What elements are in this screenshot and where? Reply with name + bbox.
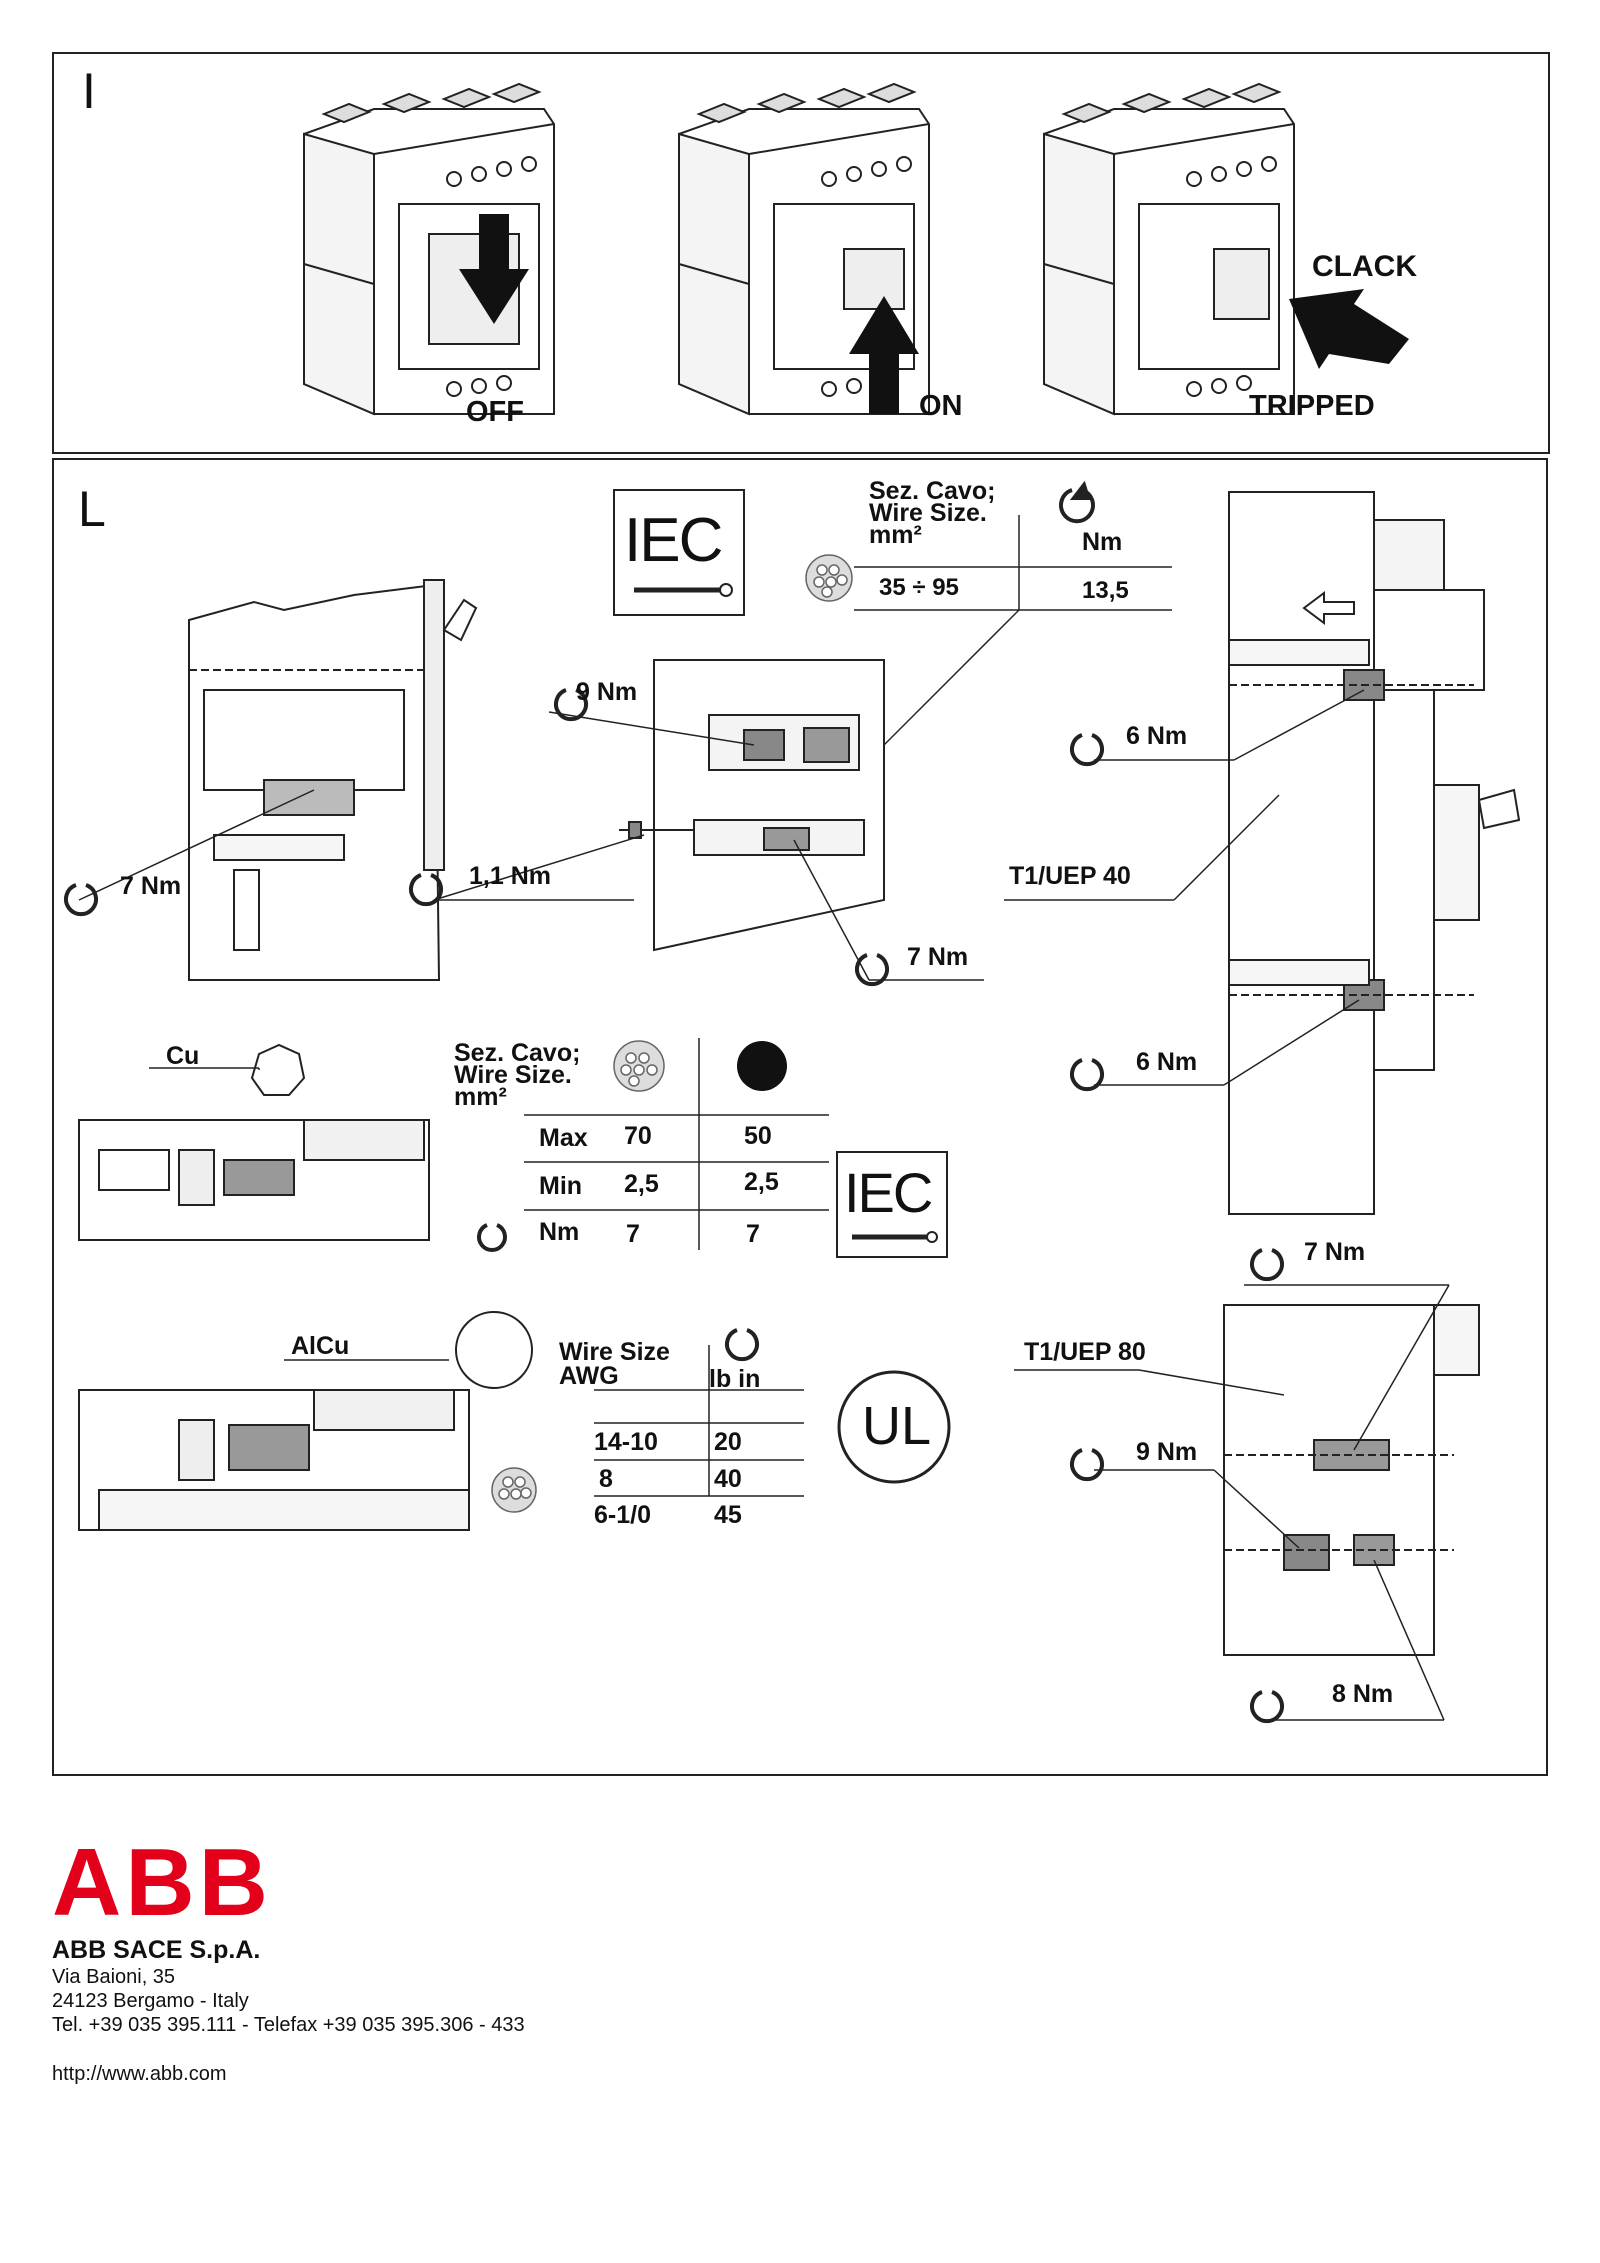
iec-mark-text: IEC: [624, 506, 723, 575]
rotate-icon: [1250, 1248, 1284, 1282]
iec-mark-text-mid: IEC: [844, 1161, 933, 1224]
mid-table-row-nm-label: Nm: [539, 1218, 580, 1246]
solid-wire-icon: [737, 1041, 787, 1091]
label-on: ON: [919, 390, 963, 422]
model-uep40: T1/UEP 40: [1009, 862, 1131, 890]
mid-table-row-min-solid: 2,5: [744, 1168, 779, 1196]
uep80-drawing: [1223, 1304, 1480, 1656]
rotate-icons: [64, 688, 1284, 1724]
top-table-wire-value: 35 ÷ 95: [879, 574, 959, 601]
rotate-icon: [554, 688, 588, 722]
terminal-detail-middle: [619, 659, 885, 952]
panel-i-label: I: [82, 63, 96, 119]
torque-7nm-b: 7 Nm: [907, 943, 969, 971]
mid-table-row-max-stranded: 70: [624, 1122, 652, 1150]
material-cu: Cu: [166, 1042, 200, 1070]
torque-7nm-c: 7 Nm: [1304, 1238, 1366, 1266]
top-table-header-wire: Sez. Cavo; Wire Size. mm²: [869, 477, 996, 549]
torque-7nm-a: 7 Nm: [120, 872, 182, 900]
material-alcu: AlCu: [291, 1332, 350, 1360]
cu-terminal-drawing: [78, 1043, 430, 1241]
label-tripped: TRIPPED: [1249, 390, 1375, 422]
top-table-lines: [854, 515, 1172, 751]
ul-table-row-torque: 45: [714, 1501, 742, 1529]
panel-l: L: [52, 458, 1548, 1776]
breaker-off-drawing: [303, 82, 555, 416]
rotate-icon: [1250, 1690, 1284, 1724]
stranded-wire-icon: [805, 554, 853, 602]
stranded-wire-icon-ul: [491, 1467, 537, 1513]
website-link[interactable]: http://www.abb.com: [52, 2063, 227, 2085]
ul-table-row-torque: 40: [714, 1465, 742, 1493]
mid-table-header: Sez. Cavo; Wire Size. mm²: [454, 1039, 581, 1111]
ul-table-lines: [594, 1345, 804, 1497]
phone-fax: Tel. +39 035 395.111 - Telefax +39 035 3…: [52, 2014, 525, 2036]
torque-6nm-b: 6 Nm: [1136, 1048, 1198, 1076]
torque-9nm-b: 9 Nm: [1136, 1438, 1198, 1466]
address-street: Via Baioni, 35: [52, 1966, 176, 1988]
model-uep80: T1/UEP 80: [1024, 1338, 1146, 1366]
panel-l-label: L: [78, 481, 106, 537]
side-view-left: [188, 579, 478, 981]
rotate-icon: [409, 873, 443, 907]
rotate-icon: [477, 1223, 507, 1252]
label-clack: CLACK: [1312, 250, 1417, 283]
ul-table-row-awg: 14-10: [594, 1428, 658, 1456]
address-city: 24123 Bergamo - Italy: [52, 1990, 249, 2012]
mid-table-row-nm-stranded: 7: [626, 1220, 640, 1248]
ul-table-row-torque: 20: [714, 1428, 742, 1456]
arrow-down-icon: [459, 214, 529, 324]
breaker-illustrations: [303, 82, 1409, 416]
ul-table-header-wire: Wire Size AWG: [559, 1338, 670, 1390]
top-table-header-torque: Nm: [1082, 528, 1123, 556]
rotate-icon: [725, 1328, 759, 1362]
torque-9nm-a: 9 Nm: [576, 678, 638, 706]
rotate-icon: [1070, 733, 1104, 767]
arrow-press-icon: [1289, 289, 1409, 369]
leader-lines: [78, 689, 1450, 1721]
terminal-illustrations: [64, 480, 1521, 1724]
company-name: ABB SACE S.p.A.: [52, 1936, 261, 1964]
ul-mark-text: UL: [862, 1396, 932, 1456]
panel-i: I: [52, 52, 1550, 454]
rotate-icon: [1070, 1058, 1104, 1092]
mid-table-row-min-label: Min: [539, 1172, 583, 1200]
breaker-tripped-drawing: [1043, 82, 1295, 416]
abb-logo-text: ABB: [52, 1829, 272, 1936]
torque-6nm-a: 6 Nm: [1126, 722, 1188, 750]
arrow-up-icon: [849, 296, 919, 414]
mid-table-lines: [524, 1038, 829, 1250]
iec-mark-icon: [613, 489, 745, 616]
ul-mark-icon: [837, 1370, 951, 1484]
torque-11nm: 1,1 Nm: [469, 862, 551, 890]
torque-rotate-icon: [1059, 480, 1095, 524]
rotate-icon: [64, 883, 98, 917]
ul-table-row-awg: 6-1/0: [594, 1501, 651, 1529]
mid-table-row-nm-solid: 7: [746, 1220, 760, 1248]
uep40-drawing: [1228, 491, 1521, 1215]
mid-table-row-min-stranded: 2,5: [624, 1170, 659, 1198]
rotate-icon: [855, 953, 889, 987]
ul-table-row-awg: 8: [599, 1465, 613, 1493]
top-table-torque-value: 13,5: [1082, 577, 1129, 604]
stranded-wire-icon-mid: [613, 1040, 665, 1092]
mid-table-row-max-solid: 50: [744, 1122, 772, 1150]
arrow-left-icon: [1302, 591, 1355, 625]
label-off: OFF: [466, 396, 524, 428]
ul-table-header-torque: lb in: [709, 1365, 761, 1393]
mid-table-row-max-label: Max: [539, 1124, 588, 1152]
alcu-terminal-drawing: [78, 1311, 533, 1531]
iec-mark-icon-mid: [836, 1151, 948, 1258]
torque-8nm: 8 Nm: [1332, 1680, 1394, 1708]
abb-logo: ABB: [52, 1829, 272, 1936]
rotate-icon: [1070, 1448, 1104, 1482]
